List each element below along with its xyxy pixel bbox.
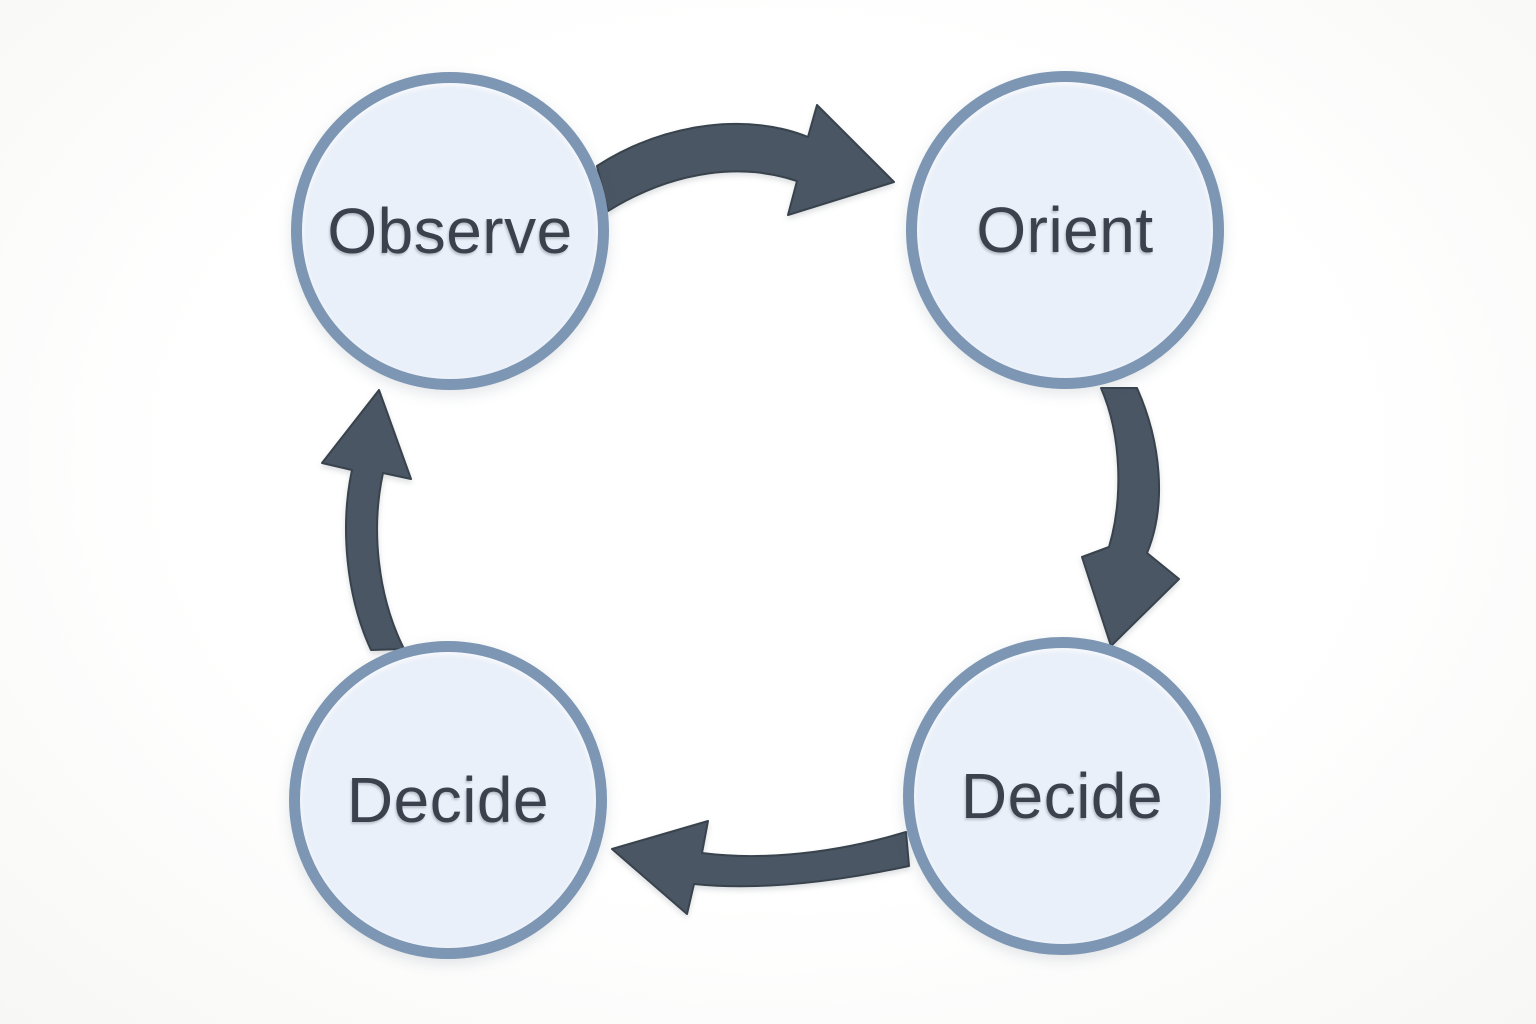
- node-decide-left-label: Decide: [346, 764, 550, 836]
- arrow-decide-to-observe-icon: [321, 389, 412, 651]
- node-observe: Observe: [291, 72, 609, 390]
- node-decide-right: Decide: [903, 637, 1221, 955]
- node-decide-right-label: Decide: [960, 760, 1164, 832]
- node-decide-left: Decide: [289, 641, 607, 959]
- arrow-orient-to-decide-icon: [1081, 387, 1180, 647]
- node-orient: Orient: [906, 71, 1224, 389]
- node-orient-label: Orient: [976, 194, 1154, 266]
- node-observe-label: Observe: [327, 195, 573, 267]
- arrow-observe-to-orient-icon: [596, 104, 895, 216]
- arrow-decide-to-decide-icon: [611, 820, 910, 915]
